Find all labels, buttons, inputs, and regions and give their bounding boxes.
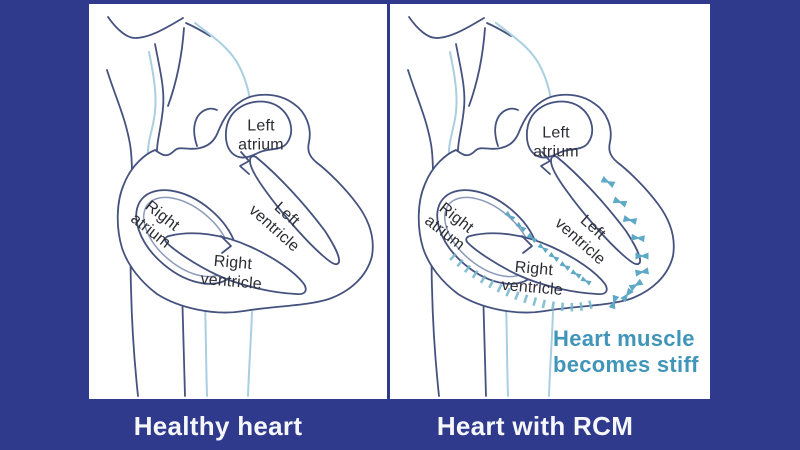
healthy-heart-illustration (106, 16, 374, 397)
caption-healthy-heart: Healthy heart (133, 411, 303, 441)
label-right-ventricle: Right ventricle (199, 252, 263, 293)
caption-heart-with-rcm: Heart with RCM (436, 411, 634, 441)
stiff-muscle-annotation: Heart muscle becomes stiff (553, 326, 699, 377)
label-left-atrium: Left atrium (238, 117, 284, 153)
panel-rcm-heart: Left atrium Left ventricle Right atrium … (390, 4, 710, 399)
diagram-panels: Left atrium Left ventricle Right atrium … (89, 4, 710, 399)
label-left-atrium: Left atrium (533, 124, 579, 160)
label-right-ventricle: Right ventricle (500, 258, 564, 299)
panel-divider (387, 4, 390, 399)
rcm-heart-illustration (407, 16, 675, 397)
panel-healthy-heart: Left atrium Left ventricle Right atrium … (89, 4, 387, 399)
stiff-muscle-marks (449, 176, 650, 312)
